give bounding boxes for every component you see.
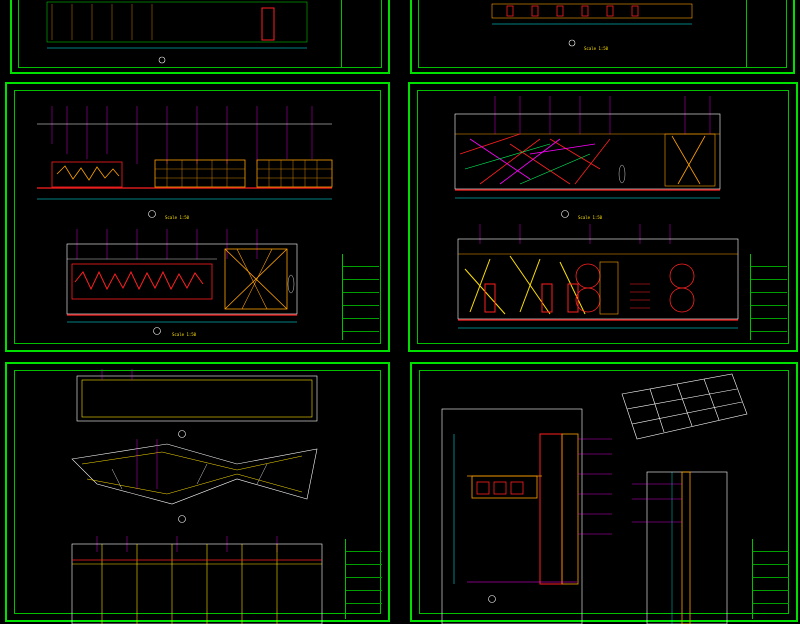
drawing-sheet-d[interactable]: Scale 1:50 [408, 82, 798, 352]
elevation-drawing-d [454, 96, 739, 329]
sheet-inner-border [417, 90, 789, 344]
title-block [746, 0, 787, 68]
drawing-sheet-c[interactable]: Scale 1:50 Scale 1:50 [5, 82, 390, 352]
drawing-scale-upper: Scale 1:50 [578, 215, 603, 220]
elevation-drawing-c1 [37, 106, 333, 335]
drawing-sheet-e[interactable] [5, 362, 390, 624]
drawing-scale: Scale 1:50 [584, 46, 609, 51]
title-block [342, 254, 379, 340]
drawing-scale-lower: Scale 1:50 [172, 332, 197, 337]
sheet-inner-border [14, 90, 381, 344]
elevation-drawing-b [491, 3, 693, 47]
title-block [752, 539, 789, 619]
sheet-inner-border [18, 0, 382, 68]
plan-drawing-e [71, 369, 323, 624]
title-block [750, 254, 787, 340]
drawing-sheet-f[interactable] [410, 362, 798, 624]
drawing-sheet-b[interactable]: Scale 1:50 [410, 0, 795, 74]
drawing-sheet-a[interactable] [10, 0, 390, 74]
title-block [341, 0, 382, 68]
section-drawing-f [441, 373, 748, 624]
sheet-inner-border [418, 0, 787, 68]
drawing-scale-upper: Scale 1:50 [165, 215, 190, 220]
title-block [345, 539, 382, 619]
elevation-drawing-a [46, 1, 308, 64]
